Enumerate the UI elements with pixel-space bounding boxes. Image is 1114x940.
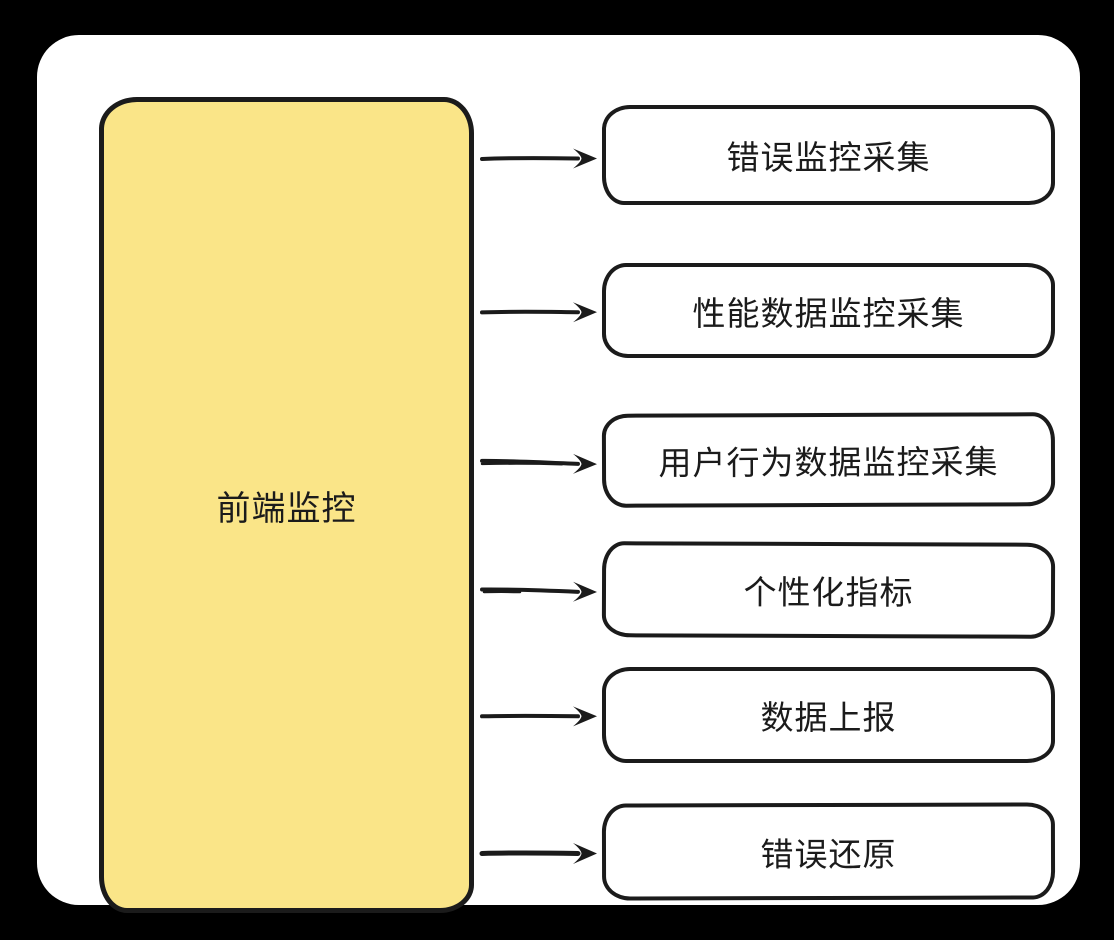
node-label: 性能数据监控采集 [692,294,965,332]
node-label: 错误还原 [760,835,897,873]
node-custom-metrics: 个性化指标 [601,541,1056,639]
node-label: 错误监控采集 [726,139,931,176]
arrow-right-icon [478,702,600,731]
arrow-right-icon [478,448,600,477]
node-frontend-monitoring: 前端监控 [99,97,474,913]
node-error-monitoring-collection: 错误监控采集 [602,105,1055,205]
node-label: 用户行为数据监控采集 [658,443,999,482]
node-label: 数据上报 [760,699,897,736]
node-error-replay: 错误还原 [601,802,1056,901]
node-performance-data-collection: 性能数据监控采集 [602,263,1055,358]
arrow-right-icon [478,144,600,172]
arrow-right-icon [478,298,600,327]
node-label: 前端监控 [216,489,357,528]
node-label: 个性化指标 [743,573,914,612]
node-user-behavior-data-collection: 用户行为数据监控采集 [601,412,1056,508]
arrow-right-icon [478,576,600,605]
diagram-canvas: 前端监控 错误监控采集 性能数据监控采集 用户行为数据监控采集 个性化指标 数据… [37,35,1080,913]
node-data-reporting: 数据上报 [602,667,1055,763]
arrow-right-icon [478,839,600,867]
